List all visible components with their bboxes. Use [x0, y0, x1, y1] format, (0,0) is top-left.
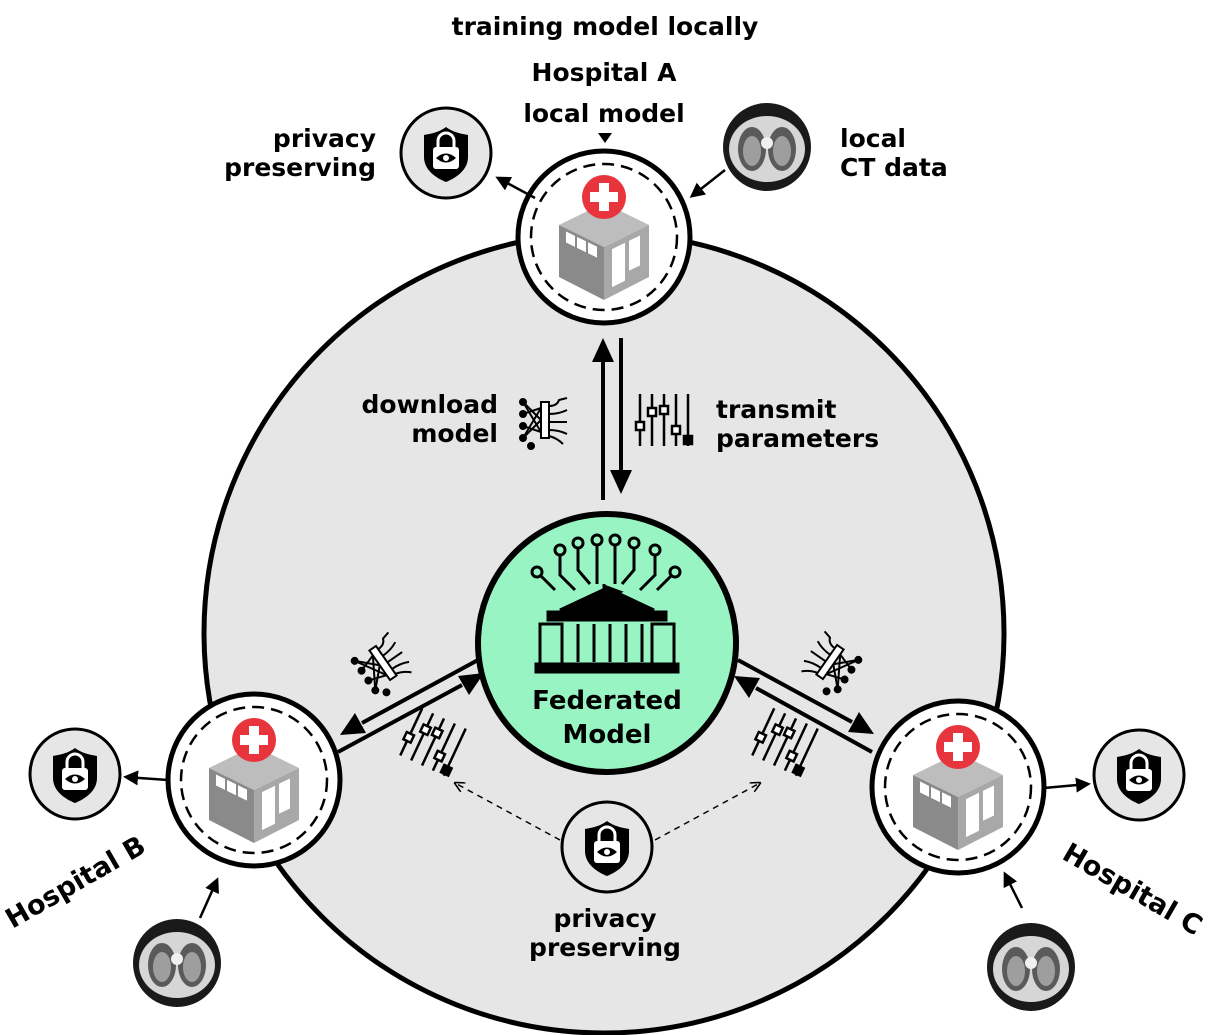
ct-scan-icon [133, 919, 221, 1007]
hospital-b-node [165, 691, 343, 869]
federated-circuit-bank-icon [530, 533, 682, 674]
privacy-shield-b [28, 727, 122, 821]
local-model-label: local model [523, 99, 685, 128]
privacy-shield-a [399, 106, 493, 200]
dashed-privacy-arrows [455, 783, 760, 841]
arrows-hospital-a [592, 338, 632, 500]
hospital-a-label: Hospital A [531, 58, 677, 87]
hospital-b-label: Hospital B [0, 830, 151, 935]
privacy-shield-c [1092, 728, 1186, 822]
ct-scan-b [133, 919, 221, 1007]
ct-scan-a [723, 103, 811, 191]
pointer-arrow [598, 133, 612, 143]
diagram-title: training model locally [451, 12, 759, 41]
arrows-hospital-b [337, 658, 484, 754]
hospital-c-node [869, 698, 1047, 876]
ct-scan-icon [723, 103, 811, 191]
ct-scan-icon [987, 923, 1075, 1011]
ct-scan-c [987, 923, 1075, 1011]
hospital-c-label: Hospital C [1057, 837, 1207, 942]
arrows-hospital-c [734, 658, 874, 754]
hospital-a-node [515, 148, 693, 326]
privacy-shield-center [560, 800, 654, 894]
connector-arrows [123, 169, 1091, 919]
